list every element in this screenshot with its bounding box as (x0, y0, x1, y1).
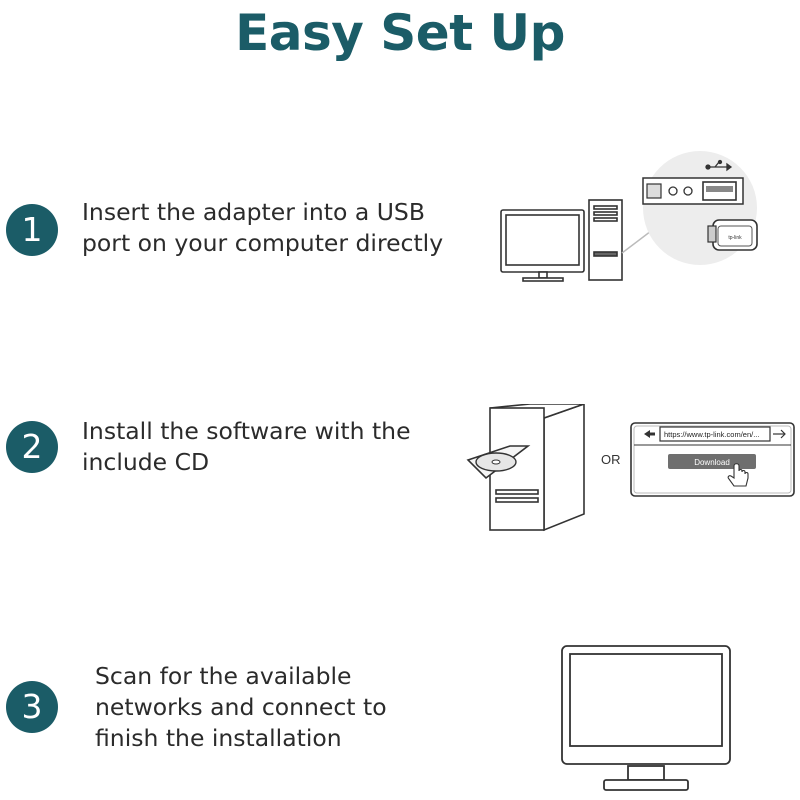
step-2-text: Install the software with the include CD (82, 416, 411, 478)
forward-arrow-icon (773, 429, 786, 439)
step-1-illustration: tp-link (500, 151, 758, 282)
step-2-line-1: Install the software with the (82, 417, 411, 445)
step-3-line-3: finish the installation (95, 724, 342, 752)
step-2-number-badge: 2 (6, 421, 58, 473)
adapter-brand-text: tp-link (728, 235, 742, 241)
browser-download-illustration: https://www.tp-link.com/en/... Download (630, 422, 795, 497)
step-1-line-1: Insert the adapter into a USB (82, 198, 425, 226)
desktop-monitor-icon (500, 209, 585, 282)
step-3-line-1: Scan for the available (95, 662, 352, 690)
step-1-number-badge: 1 (6, 204, 58, 256)
back-arrow-icon (644, 430, 650, 438)
hand-cursor-icon (727, 463, 749, 487)
cd-disc-icon (466, 445, 531, 480)
page-title: Easy Set Up (235, 4, 565, 62)
usb-port-closeup: tp-link (642, 151, 758, 265)
step-3-number-badge: 3 (6, 681, 58, 733)
step-3-line-2: networks and connect to (95, 693, 387, 721)
or-separator: OR (601, 452, 621, 467)
step-3-text: Scan for the available networks and conn… (95, 661, 387, 754)
download-button-label: Download (694, 458, 730, 467)
step-2-line-2: include CD (82, 448, 210, 476)
usb-adapter-icon: tp-link (707, 219, 758, 251)
pc-tower-icon (588, 199, 623, 281)
cd-tower-illustration (466, 404, 585, 532)
browser-url-text: https://www.tp-link.com/en/... (664, 430, 759, 439)
usb-symbol-icon (705, 159, 733, 172)
step-1-text: Insert the adapter into a USB port on yo… (82, 197, 443, 259)
step-1-line-2: port on your computer directly (82, 229, 444, 257)
large-monitor-illustration (561, 645, 731, 791)
